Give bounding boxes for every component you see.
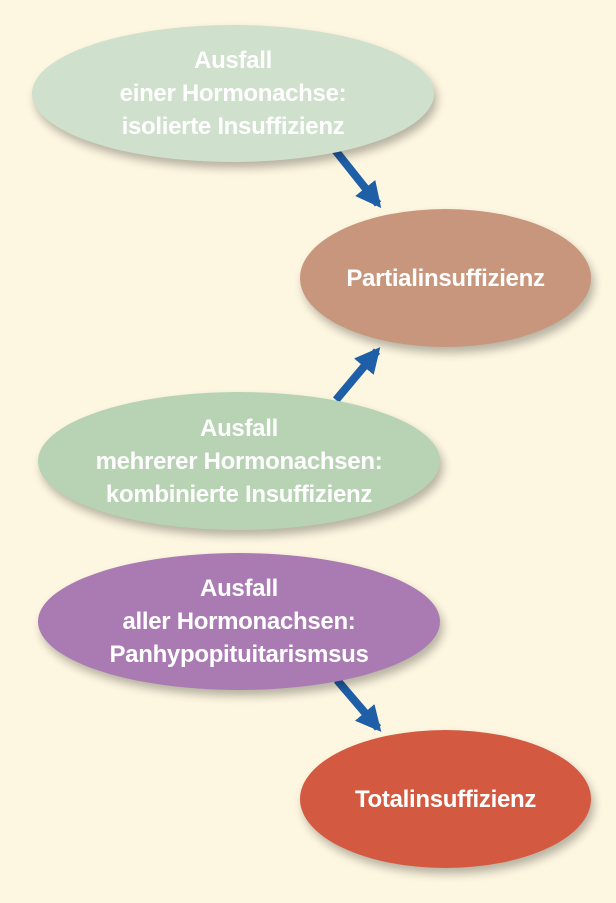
node-line: Partialinsuffizienz [346,264,545,292]
node-line: kombinierte Insuffizienz [105,480,373,508]
node-partial-insufficiency: Partialinsuffizienz [300,209,591,347]
arrow-panhypo-to-total [333,677,382,732]
node-total-insufficiency: Totalinsuffizienz [300,730,591,868]
node-line: Ausfall [194,47,272,74]
node-line: aller Hormonachsen: [122,608,356,635]
node-combined-insufficiency: Ausfall mehrerer Hormonachsen: kombinier… [38,392,440,530]
arrow-isolated-to-partial [331,147,382,209]
node-line: Ausfall [200,414,278,442]
node-panhypopituitarism: Ausfall aller Hormonachsen: Panhypopitui… [38,553,440,690]
node-line: Panhypopituitarismsus [109,641,369,668]
arrow-combined-to-partial [332,347,381,403]
node-line: Ausfall [200,575,278,602]
node-line: mehrerer Hormonachsen: [95,447,383,475]
node-line: einer Hormonachse: [119,80,347,107]
node-line: Totalinsuffizienz [354,785,537,813]
node-line: isolierte Insuffizienz [121,113,345,140]
node-isolated-insufficiency: Ausfall einer Hormonachse: isolierte Ins… [32,25,434,162]
